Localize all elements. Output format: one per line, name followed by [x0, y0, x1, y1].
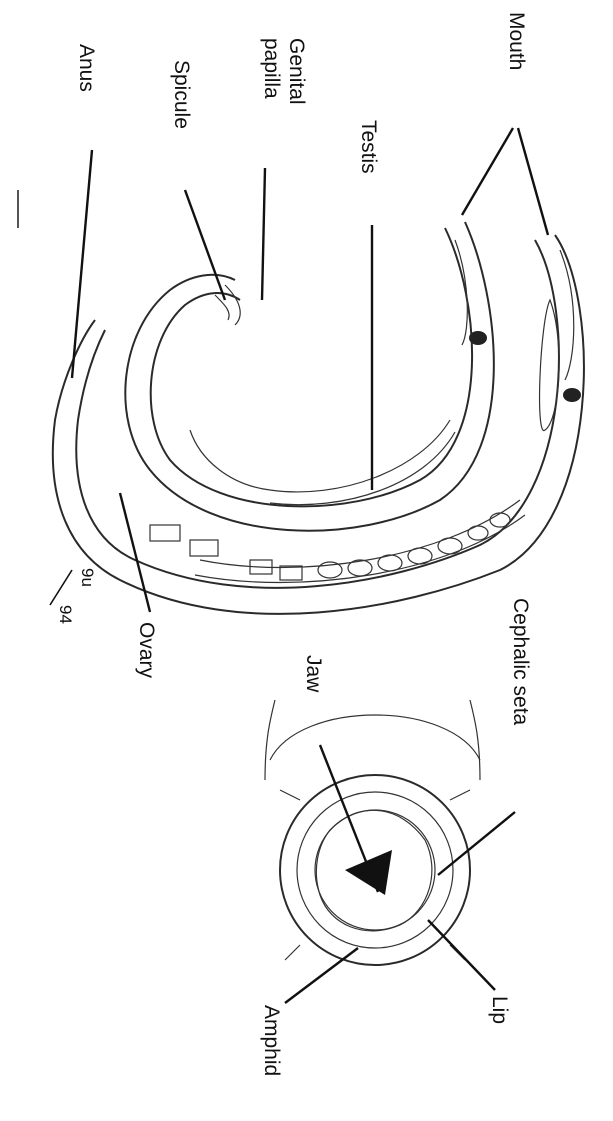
signature-top: 9u: [78, 568, 97, 587]
ovary-eggs: [150, 513, 510, 580]
mouth-leader-2: [518, 128, 548, 235]
female-worm: [53, 235, 584, 614]
amphid-leader: [285, 948, 358, 1003]
signature-bottom: 94: [56, 605, 75, 624]
label-cephalic-seta: Cephalic seta: [509, 598, 532, 726]
lip-leader: [428, 920, 495, 990]
label-mouth: Mouth: [505, 12, 528, 70]
jaw-shape: [345, 850, 392, 895]
artist-signature: 9u 94: [50, 568, 97, 624]
spicule-leader: [185, 190, 225, 300]
label-ovary: Ovary: [135, 622, 158, 679]
anus-leader: [72, 150, 92, 378]
label-amphid: Amphid: [260, 1005, 283, 1076]
label-genital-line1: Genital: [285, 38, 308, 105]
ovary-leader: [120, 493, 150, 612]
male-nerve-ring: [469, 331, 487, 345]
female-nerve-ring: [563, 388, 581, 402]
label-testis: Testis: [357, 120, 380, 174]
mouth-leader-1: [462, 128, 513, 215]
label-jaw: Jaw: [302, 655, 325, 693]
head-en-face: [265, 700, 480, 965]
label-lip: Lip: [488, 996, 511, 1024]
cephalic-seta-leader: [438, 812, 515, 875]
genital-papilla-leader: [262, 168, 265, 300]
label-genital-line2: papilla: [260, 38, 283, 99]
label-spicule: Spicule: [170, 60, 193, 129]
label-anus: Anus: [75, 44, 98, 92]
male-worm: [125, 222, 494, 531]
